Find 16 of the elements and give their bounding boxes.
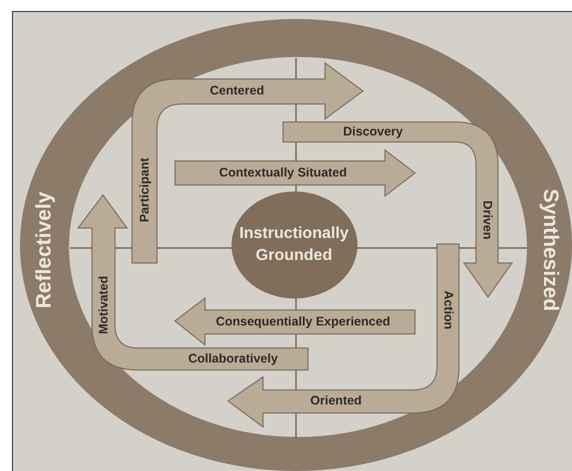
arrow-label: Contextually Situated [219, 164, 347, 182]
ring-label: Reflectively [31, 192, 56, 308]
arrow-label: Consequentially Experienced [216, 314, 390, 331]
pointed-text-band [175, 298, 415, 345]
circle-label: Instructionally Grounded [238, 224, 350, 266]
arrow-label: Centered [210, 82, 264, 100]
arrow-label: Participant [136, 158, 153, 222]
arrow-label: Discovery [343, 124, 403, 141]
arrow-label: Driven [479, 200, 496, 240]
ring-label: Synthesized [538, 188, 563, 312]
arrow-label: Motivated [96, 276, 112, 334]
arrow-label: Oriented [310, 392, 362, 410]
arrow-label: Action [440, 290, 456, 330]
center-circle [231, 191, 358, 299]
arrow-label: Collaboratively [188, 350, 278, 368]
pointed-text-band [175, 150, 415, 196]
